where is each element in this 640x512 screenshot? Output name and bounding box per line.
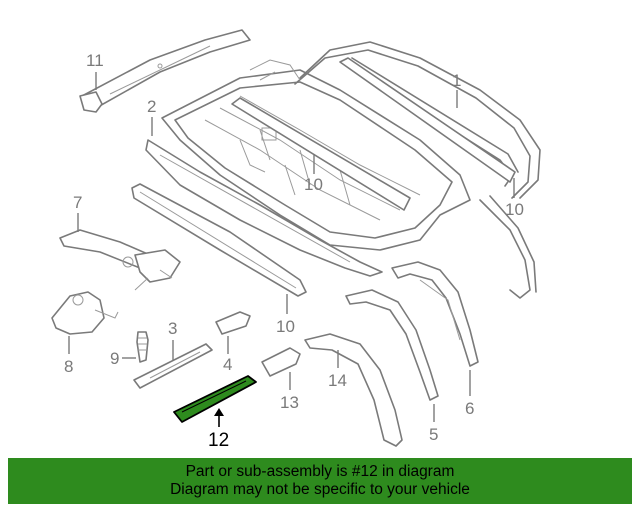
callout-7: 7 — [73, 193, 82, 232]
part-12-sill-plate[interactable] — [173, 375, 257, 423]
svg-text:1: 1 — [452, 71, 461, 90]
callout-10a: 10 — [304, 154, 323, 194]
callout-3: 3 — [168, 319, 177, 360]
callout-5: 5 — [429, 404, 438, 444]
part-8-bracket[interactable] — [51, 291, 119, 335]
callout-1: 1 — [452, 71, 461, 108]
callout-13: 13 — [280, 372, 299, 412]
svg-text:10: 10 — [505, 200, 524, 219]
callout-6: 6 — [465, 370, 474, 418]
part-5-trim[interactable] — [345, 289, 439, 401]
banner-line-1: Part or sub-assembly is #12 in diagram — [185, 463, 455, 480]
callout-10c: 10 — [276, 294, 295, 336]
svg-text:11: 11 — [86, 51, 104, 70]
svg-text:7: 7 — [73, 193, 82, 212]
part-4-clip[interactable] — [215, 311, 251, 335]
callout-4: 4 — [223, 336, 232, 374]
svg-text:13: 13 — [280, 393, 299, 412]
svg-text:14: 14 — [328, 371, 347, 390]
part-6-trim[interactable] — [391, 261, 479, 367]
part-13-cap[interactable] — [261, 347, 301, 377]
svg-text:2: 2 — [147, 97, 156, 116]
callout-2: 2 — [147, 97, 156, 136]
svg-text:9: 9 — [110, 349, 119, 368]
svg-text:6: 6 — [465, 399, 474, 418]
callout-8: 8 — [64, 336, 73, 376]
part-2-retainer[interactable] — [145, 139, 383, 277]
callout-9: 9 — [110, 349, 136, 368]
callout-11: 11 — [86, 51, 104, 90]
svg-text:5: 5 — [429, 425, 438, 444]
part-3-strip[interactable] — [133, 343, 213, 389]
part-14-trim[interactable] — [304, 333, 403, 447]
svg-text:4: 4 — [223, 355, 232, 374]
svg-text:8: 8 — [64, 357, 73, 376]
callout-10b: 10 — [505, 178, 524, 219]
svg-text:10: 10 — [276, 317, 295, 336]
part-9-bolt[interactable] — [136, 331, 149, 363]
callout-14: 14 — [328, 350, 347, 390]
svg-text:3: 3 — [168, 319, 177, 338]
part-10-lower-seal[interactable] — [131, 183, 307, 297]
svg-text:10: 10 — [304, 175, 323, 194]
callout-12: 12 — [208, 408, 229, 451]
part-11-header-bow[interactable] — [79, 29, 251, 113]
info-banner: Part or sub-assembly is #12 in diagram D… — [8, 458, 632, 504]
svg-text:12: 12 — [208, 430, 229, 451]
banner-line-2: Diagram may not be specific to your vehi… — [170, 481, 470, 498]
part-7-latch[interactable] — [59, 229, 181, 291]
frame-assembly — [161, 57, 516, 251]
